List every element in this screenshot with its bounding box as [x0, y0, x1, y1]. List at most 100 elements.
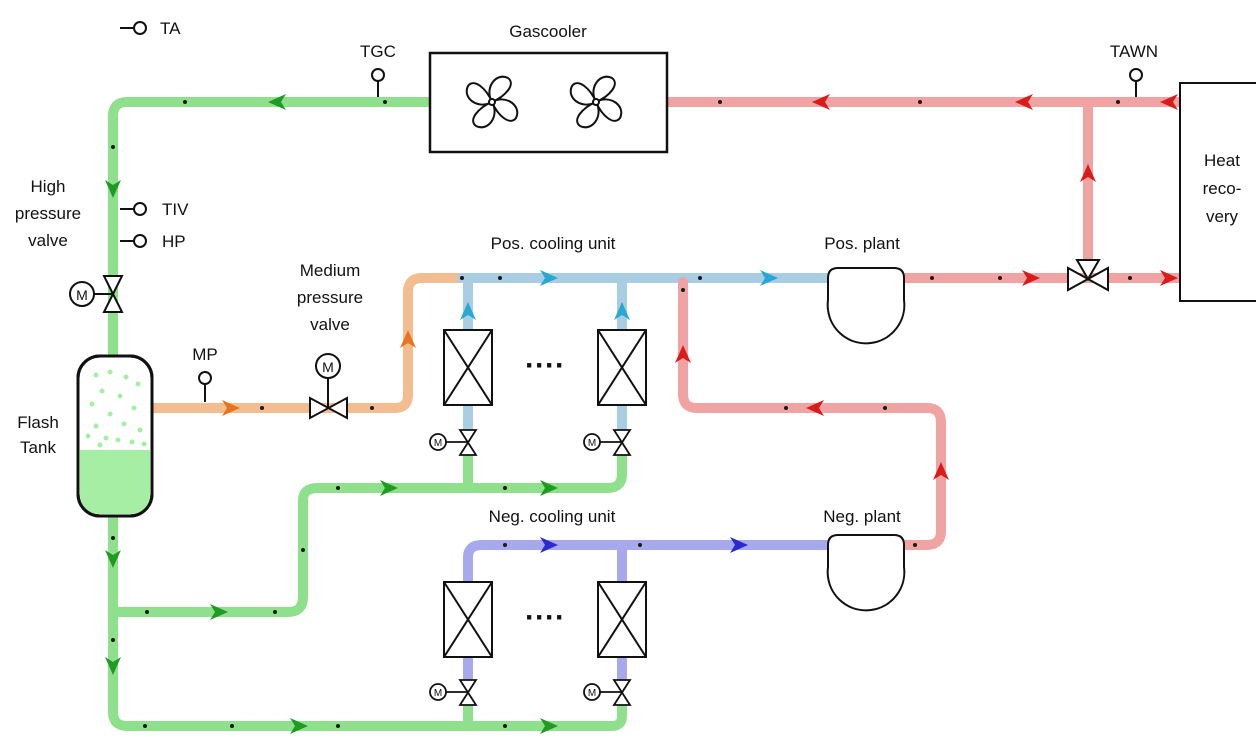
- gascooler: [428, 51, 669, 154]
- flow-arrow-up: [400, 330, 416, 348]
- pos-cooling-unit-label: Pos. cooling unit: [491, 234, 616, 253]
- pos-expansion-valve-2: [583, 429, 632, 456]
- flow-arrow-down: [105, 657, 121, 675]
- pipe-dot: [918, 100, 922, 104]
- heat-recovery-label-1: Heat: [1204, 151, 1240, 170]
- sensor-ta-icon: [133, 21, 147, 35]
- flow-arrow-up: [1080, 164, 1096, 182]
- pipe-dot: [183, 100, 187, 104]
- pipe-dot: [336, 486, 340, 490]
- pipe-dot: [498, 276, 502, 280]
- flow-arrow-right: [1022, 270, 1040, 286]
- flow-arrow-right: [210, 604, 228, 620]
- flow-arrow-up: [675, 345, 691, 363]
- motor-label: M: [322, 359, 334, 375]
- motor-label: M: [434, 438, 442, 449]
- neg-more-units: ····: [525, 601, 565, 634]
- pipe-dot: [143, 724, 147, 728]
- pipe-flash-tank-to-bottom: [108, 507, 473, 731]
- pipe-dot: [503, 724, 507, 728]
- motor-label: M: [588, 438, 596, 449]
- neg-plant-compressor: [826, 534, 906, 612]
- motor-icon: [69, 281, 95, 307]
- flow-arrow-left: [806, 400, 824, 416]
- pipe-dot: [273, 610, 277, 614]
- pos-evaporator-1: [443, 329, 493, 406]
- pipe-dot: [370, 406, 374, 410]
- flash-tank-label-2: Tank: [20, 438, 56, 457]
- motor-icon: [315, 353, 341, 379]
- pipe-gascooler-to-hp-valve: [108, 97, 433, 370]
- pipe-dot: [503, 543, 507, 547]
- heat-recovery-label-3: very: [1206, 207, 1239, 226]
- pipe-dot: [930, 276, 934, 280]
- flow-arrow-left: [268, 94, 286, 110]
- flash-tank-label-1: Flash: [17, 413, 59, 432]
- flow-arrow-up: [460, 302, 476, 320]
- mp-valve-label-2: pressure: [297, 288, 363, 307]
- pos-evaporator-2: [597, 329, 647, 406]
- pipe-dot: [336, 724, 340, 728]
- pos-more-units: ····: [525, 349, 565, 382]
- sensor-hp-icon: [133, 234, 147, 248]
- neg-expansion-valve-2: [583, 679, 632, 706]
- sensor-tgc-label: TGC: [360, 42, 396, 61]
- three-way-valve: [1067, 259, 1109, 292]
- neg-evaporator-1: [443, 581, 493, 658]
- pos-expansion-valve-1: [429, 429, 478, 456]
- flow-arrow-right: [1160, 270, 1178, 286]
- pipe-dot: [111, 536, 115, 540]
- flow-arrow-right: [730, 537, 748, 553]
- pipe-dot: [638, 543, 642, 547]
- sensor-tawn-icon: [1129, 68, 1143, 82]
- fan-icon: [465, 75, 519, 129]
- sensor-mp-label: MP: [192, 345, 218, 364]
- pos-plant-compressor: [826, 267, 906, 345]
- medium-pressure-valve: [309, 353, 348, 420]
- flow-arrow-right: [290, 718, 308, 734]
- hp-valve-label-3: valve: [28, 231, 68, 250]
- motor-icon: [429, 683, 447, 701]
- motor-label: M: [434, 688, 442, 699]
- sensor-ta-label: TA: [160, 19, 181, 38]
- neg-expansion-valve-1: [429, 679, 478, 706]
- pipe-dot: [784, 406, 788, 410]
- heat-recovery-box: [1179, 82, 1256, 302]
- flow-arrow-up: [614, 302, 630, 320]
- pipe-dot: [503, 486, 507, 490]
- fan-icon: [569, 75, 623, 129]
- motor-label: M: [588, 688, 596, 699]
- pipe-dot: [301, 548, 305, 552]
- motor-icon: [583, 433, 601, 451]
- motor-label: M: [76, 287, 88, 303]
- pipe-dot: [460, 276, 464, 280]
- pipe-neg-cooling-line: [463, 540, 837, 587]
- pipe-dot: [1116, 100, 1120, 104]
- pipe-neg-plant-discharge: [678, 277, 946, 550]
- flow-arrow-right: [540, 718, 558, 734]
- pipe-dot: [998, 276, 1002, 280]
- mp-valve-label-3: valve: [310, 315, 350, 334]
- neg-evaporator-2: [597, 581, 647, 658]
- flash-tank: [76, 354, 154, 518]
- flow-arrow-right: [540, 270, 558, 286]
- pipe-dot: [883, 406, 887, 410]
- pipe-dot: [1128, 276, 1132, 280]
- sensor-mp-icon: [198, 371, 212, 385]
- flow-arrow-up: [933, 462, 949, 480]
- flow-arrow-right: [540, 537, 558, 553]
- flow-arrow-left: [812, 94, 830, 110]
- hp-valve-label-1: High: [31, 177, 66, 196]
- flow-arrow-right: [380, 480, 398, 496]
- pos-plant-label: Pos. plant: [824, 234, 900, 253]
- motor-icon: [429, 433, 447, 451]
- pipe-dot: [718, 100, 722, 104]
- pipe-dot: [111, 638, 115, 642]
- sensor-tawn-label: TAWN: [1110, 42, 1158, 61]
- flow-arrow-left: [1160, 94, 1178, 110]
- sensor-hp-label: HP: [162, 232, 186, 251]
- heat-recovery-label-2: reco-: [1203, 179, 1242, 198]
- pipe-bottom-to-neg-valve-2: [463, 700, 627, 731]
- pipe-flash-tank-to-mp-valve: [147, 273, 467, 413]
